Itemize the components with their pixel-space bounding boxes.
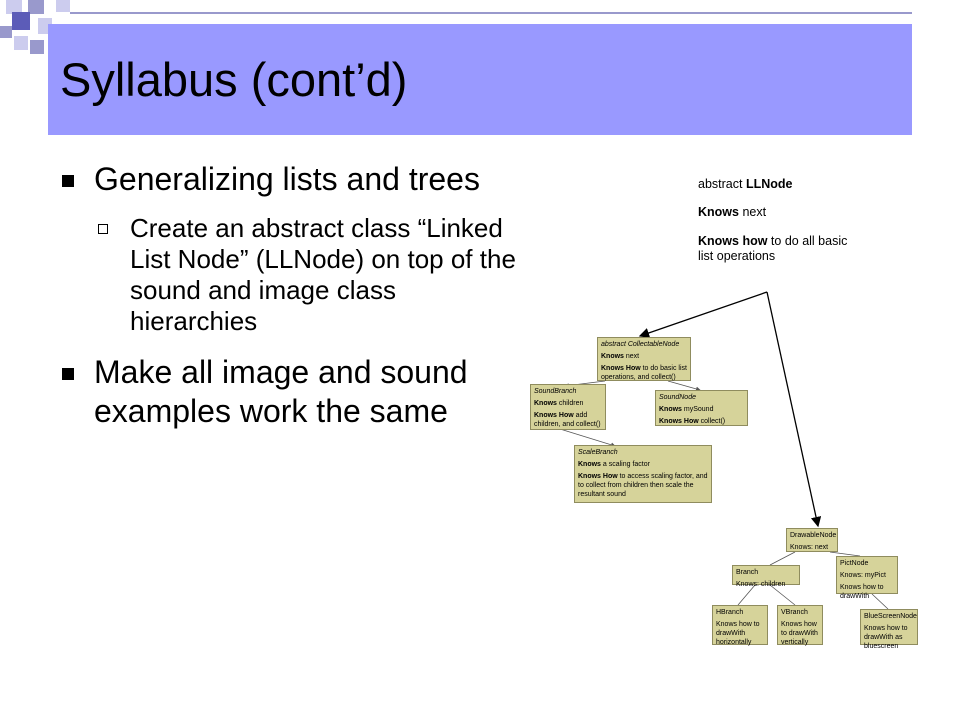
title-bar	[48, 24, 912, 135]
sub-bullet-item: Create an abstract class “Linked List No…	[94, 213, 520, 337]
node-text: Knows how to drawWith as bluescreen	[864, 625, 908, 650]
node-text: to do basic list operations, and collect…	[601, 365, 687, 381]
node-soundnode: SoundNode Knows mySound Knows How collec…	[655, 390, 748, 426]
arrow-to-drawable	[766, 291, 822, 528]
node-drawable: DrawableNode Knows: next	[786, 528, 838, 552]
node-scalebranch: ScaleBranch Knows a scaling factor Knows…	[574, 445, 712, 503]
node-hbranch: HBranch Knows how to drawWith horizontal…	[712, 605, 768, 646]
line-collectable-soundnode	[667, 380, 701, 392]
decor-square-5	[14, 36, 28, 50]
bullet-item: Generalizing lists and trees	[60, 160, 520, 199]
bullet-text: Make all image and sound examples work t…	[94, 354, 468, 429]
node-title: abstract CollectableNode	[601, 341, 680, 348]
node-text: add children, and collect()	[534, 412, 601, 428]
bullet-list: Generalizing lists and trees Create an a…	[60, 160, 520, 445]
node-bold: Knows	[578, 461, 601, 468]
hollow-square-bullet-icon	[98, 224, 108, 234]
node-text: Knows: next	[790, 544, 829, 551]
decor-square-6	[30, 40, 44, 54]
node-text: to access scaling factor, and to collect…	[578, 473, 708, 498]
node-branch: Branch Knows: children	[732, 565, 800, 588]
line-soundbranch-scalebranch	[559, 428, 616, 448]
arrow-to-collectable	[638, 291, 768, 338]
note-text: abstract	[698, 177, 746, 191]
node-bluescreen: BlueScreenNode Knows how to drawWith as …	[860, 609, 918, 650]
node-pictnode: PictNode Knows: myPict Knows how to draw…	[836, 556, 898, 600]
node-title: ScaleBranch	[578, 449, 618, 456]
decor-square-1	[6, 0, 22, 14]
node-text: Knows how to drawWith	[840, 584, 884, 600]
node-collectable: abstract CollectableNode Knows next Know…	[597, 337, 691, 381]
decor-top-line	[70, 12, 912, 14]
node-title: SoundBranch	[534, 388, 577, 395]
bullet-text: Generalizing lists and trees	[94, 161, 480, 197]
node-text: Knows: myPict	[840, 572, 886, 579]
decor-square-3	[12, 12, 30, 30]
node-title: VBranch	[781, 609, 808, 616]
decor-square-7	[0, 26, 12, 38]
line-pictnode-bluescreen	[871, 593, 889, 610]
node-bold: Knows	[601, 353, 624, 360]
node-bold: Knows How	[659, 418, 699, 425]
node-bold: Knows How	[578, 473, 618, 480]
node-bold: Knows How	[601, 365, 641, 372]
node-title: PictNode	[840, 560, 869, 567]
line-branch-hbranch	[737, 584, 756, 606]
note-bold: LLNode	[745, 177, 793, 191]
node-title: BlueScreenNode	[864, 613, 917, 620]
node-vbranch: VBranch Knows how to drawWith vertically	[777, 605, 823, 646]
node-bold: Knows How	[534, 412, 574, 419]
node-text: Knows how to drawWith vertically	[781, 621, 818, 646]
note-text: next	[738, 205, 767, 219]
node-soundbranch: SoundBranch Knows children Knows How add…	[530, 384, 606, 430]
node-title: Branch	[736, 569, 759, 576]
line-drawable-pictnode	[829, 551, 861, 557]
decor-square-2	[28, 0, 44, 14]
line-branch-vbranch	[769, 584, 796, 606]
square-bullet-icon	[62, 368, 74, 380]
note-bold: Knows how	[698, 234, 768, 248]
decor-square-8	[56, 0, 70, 12]
node-text: collect()	[698, 418, 726, 425]
node-text: Knows: children	[736, 581, 786, 588]
note-bold: Knows	[698, 205, 739, 219]
llnode-note-line2: Knows next	[698, 205, 848, 220]
slide-title: Syllabus (cont’d)	[60, 53, 408, 106]
node-text: mySound	[681, 406, 714, 413]
llnode-note-line1: abstract LLNode	[698, 177, 848, 192]
node-title: SoundNode	[659, 394, 696, 401]
node-bold: Knows	[659, 406, 682, 413]
node-bold: Knows	[534, 400, 557, 407]
node-title: HBranch	[716, 609, 744, 616]
node-text: children	[556, 400, 584, 407]
llnode-note-line3: Knows how to do all basic list operation…	[698, 234, 848, 264]
node-title: DrawableNode	[790, 532, 837, 539]
node-text: Knows how to drawWith horizontally	[716, 621, 760, 646]
note-text: to do all basic list operations	[698, 234, 848, 263]
node-text: a scaling factor	[600, 461, 650, 468]
bullet-item: Make all image and sound examples work t…	[60, 353, 520, 431]
sub-bullet-text: Create an abstract class “Linked List No…	[130, 213, 516, 336]
line-drawable-branch	[769, 551, 796, 566]
square-bullet-icon	[62, 175, 74, 187]
node-text: next	[623, 353, 640, 360]
